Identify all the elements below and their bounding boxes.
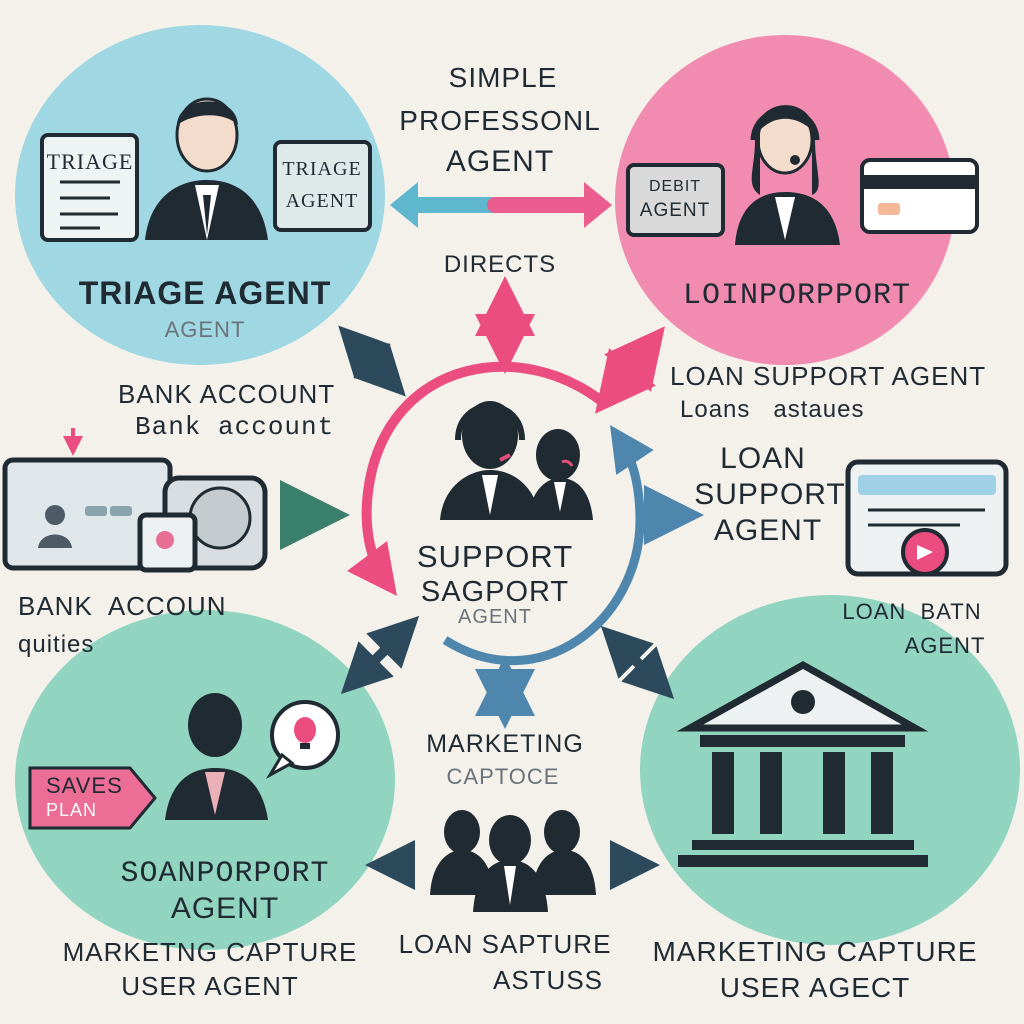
center-title-line1: SUPPORT — [416, 539, 574, 574]
lightbulb-bubble-icon — [265, 700, 340, 779]
headset-agent-icon — [440, 401, 540, 520]
bottom-left-label-line2: USER AGENT — [121, 971, 299, 1001]
saves-tag-line1: SAVES — [46, 773, 123, 798]
right-mid-label-line3: AGENT — [713, 514, 823, 547]
center-title-line2: SAGPORT — [420, 576, 570, 608]
triage-card-left-label: TRIAGE — [46, 149, 134, 174]
debit-card-left — [626, 163, 725, 237]
center-title-line3: AGENT — [458, 606, 532, 628]
arrow-right-lower — [600, 625, 675, 700]
bottom-right-label-line1: MARKETING CAPTURE — [652, 936, 978, 967]
arrow-left-lower — [340, 615, 420, 695]
bottom-left-title-line1: SOANPORPORT — [120, 857, 330, 891]
bottom-right-label-line2: USER AGECT — [719, 972, 911, 1003]
credit-card-icon — [860, 158, 979, 234]
triage-card-right-line1: TRIAGE — [282, 158, 362, 180]
saves-tag-line2: PLAN — [46, 800, 98, 820]
browser-window-icon — [845, 459, 1009, 577]
bottom-center-label-line2: CAPTOCE — [446, 764, 560, 789]
right-mid-bottom-line1: LOAN BATN — [842, 599, 982, 624]
loan-top-title: LOINPORPPORT — [682, 279, 912, 313]
person-icon — [145, 97, 268, 240]
bottom-left-title-line2: AGENT — [170, 892, 280, 925]
right-mid-bottom-line2: AGENT — [904, 633, 986, 658]
pink-arrow-ne — [595, 326, 665, 414]
top-double-arrow — [390, 182, 612, 228]
triage-subtitle: AGENT — [164, 317, 246, 342]
left-mid-label-line2: quities — [18, 631, 95, 658]
triage-title: TRIAGE AGENT — [78, 275, 332, 311]
right-mid-label-line1: LOAN — [720, 442, 806, 475]
bottom-left-label-line1: MARKETNG CAPTURE — [62, 937, 358, 967]
loan-top-label-line2: Loans astaues — [680, 396, 865, 423]
headset-person-icon — [735, 105, 840, 245]
badge-icon — [273, 140, 372, 232]
team-icon — [430, 810, 596, 912]
bottom-center-label-line4: ASTUSS — [492, 965, 604, 995]
left-mid-label-line1: BANK ACCOUN — [18, 591, 227, 621]
bottom-center-label-line1: MARKETING — [426, 730, 584, 758]
top-label-line2: PROFESSONL — [399, 105, 601, 136]
right-mid-label-line2: SUPPORT — [694, 478, 846, 511]
directs-label: DIRECTS — [443, 251, 557, 278]
bank-account-sublabel: Bank account — [135, 412, 335, 442]
agent-icon — [528, 429, 593, 520]
saves-plan-tag — [28, 766, 157, 830]
cycle-arrow-pink — [347, 361, 603, 597]
top-label-line1: SIMPLE — [448, 62, 558, 93]
arrow-left-upper — [338, 325, 406, 397]
bank-building-icon — [676, 660, 929, 867]
document-icon — [40, 133, 139, 242]
debit-card-line2: AGENT — [639, 200, 711, 221]
bank-account-label: BANK ACCOUNT — [118, 379, 336, 409]
bottom-center-label-line3: LOAN SAPTURE — [398, 929, 612, 959]
phone-icon — [137, 475, 268, 573]
person-icon-bottom — [165, 693, 268, 820]
triage-card-right-line2: AGENT — [285, 190, 359, 212]
top-label-line3: AGENT — [445, 145, 555, 178]
debit-card-line1: DEBIT — [648, 178, 702, 195]
loan-top-label-line1: LOAN SUPPORT AGENT — [670, 361, 987, 391]
pink-badge-icon — [901, 528, 949, 576]
